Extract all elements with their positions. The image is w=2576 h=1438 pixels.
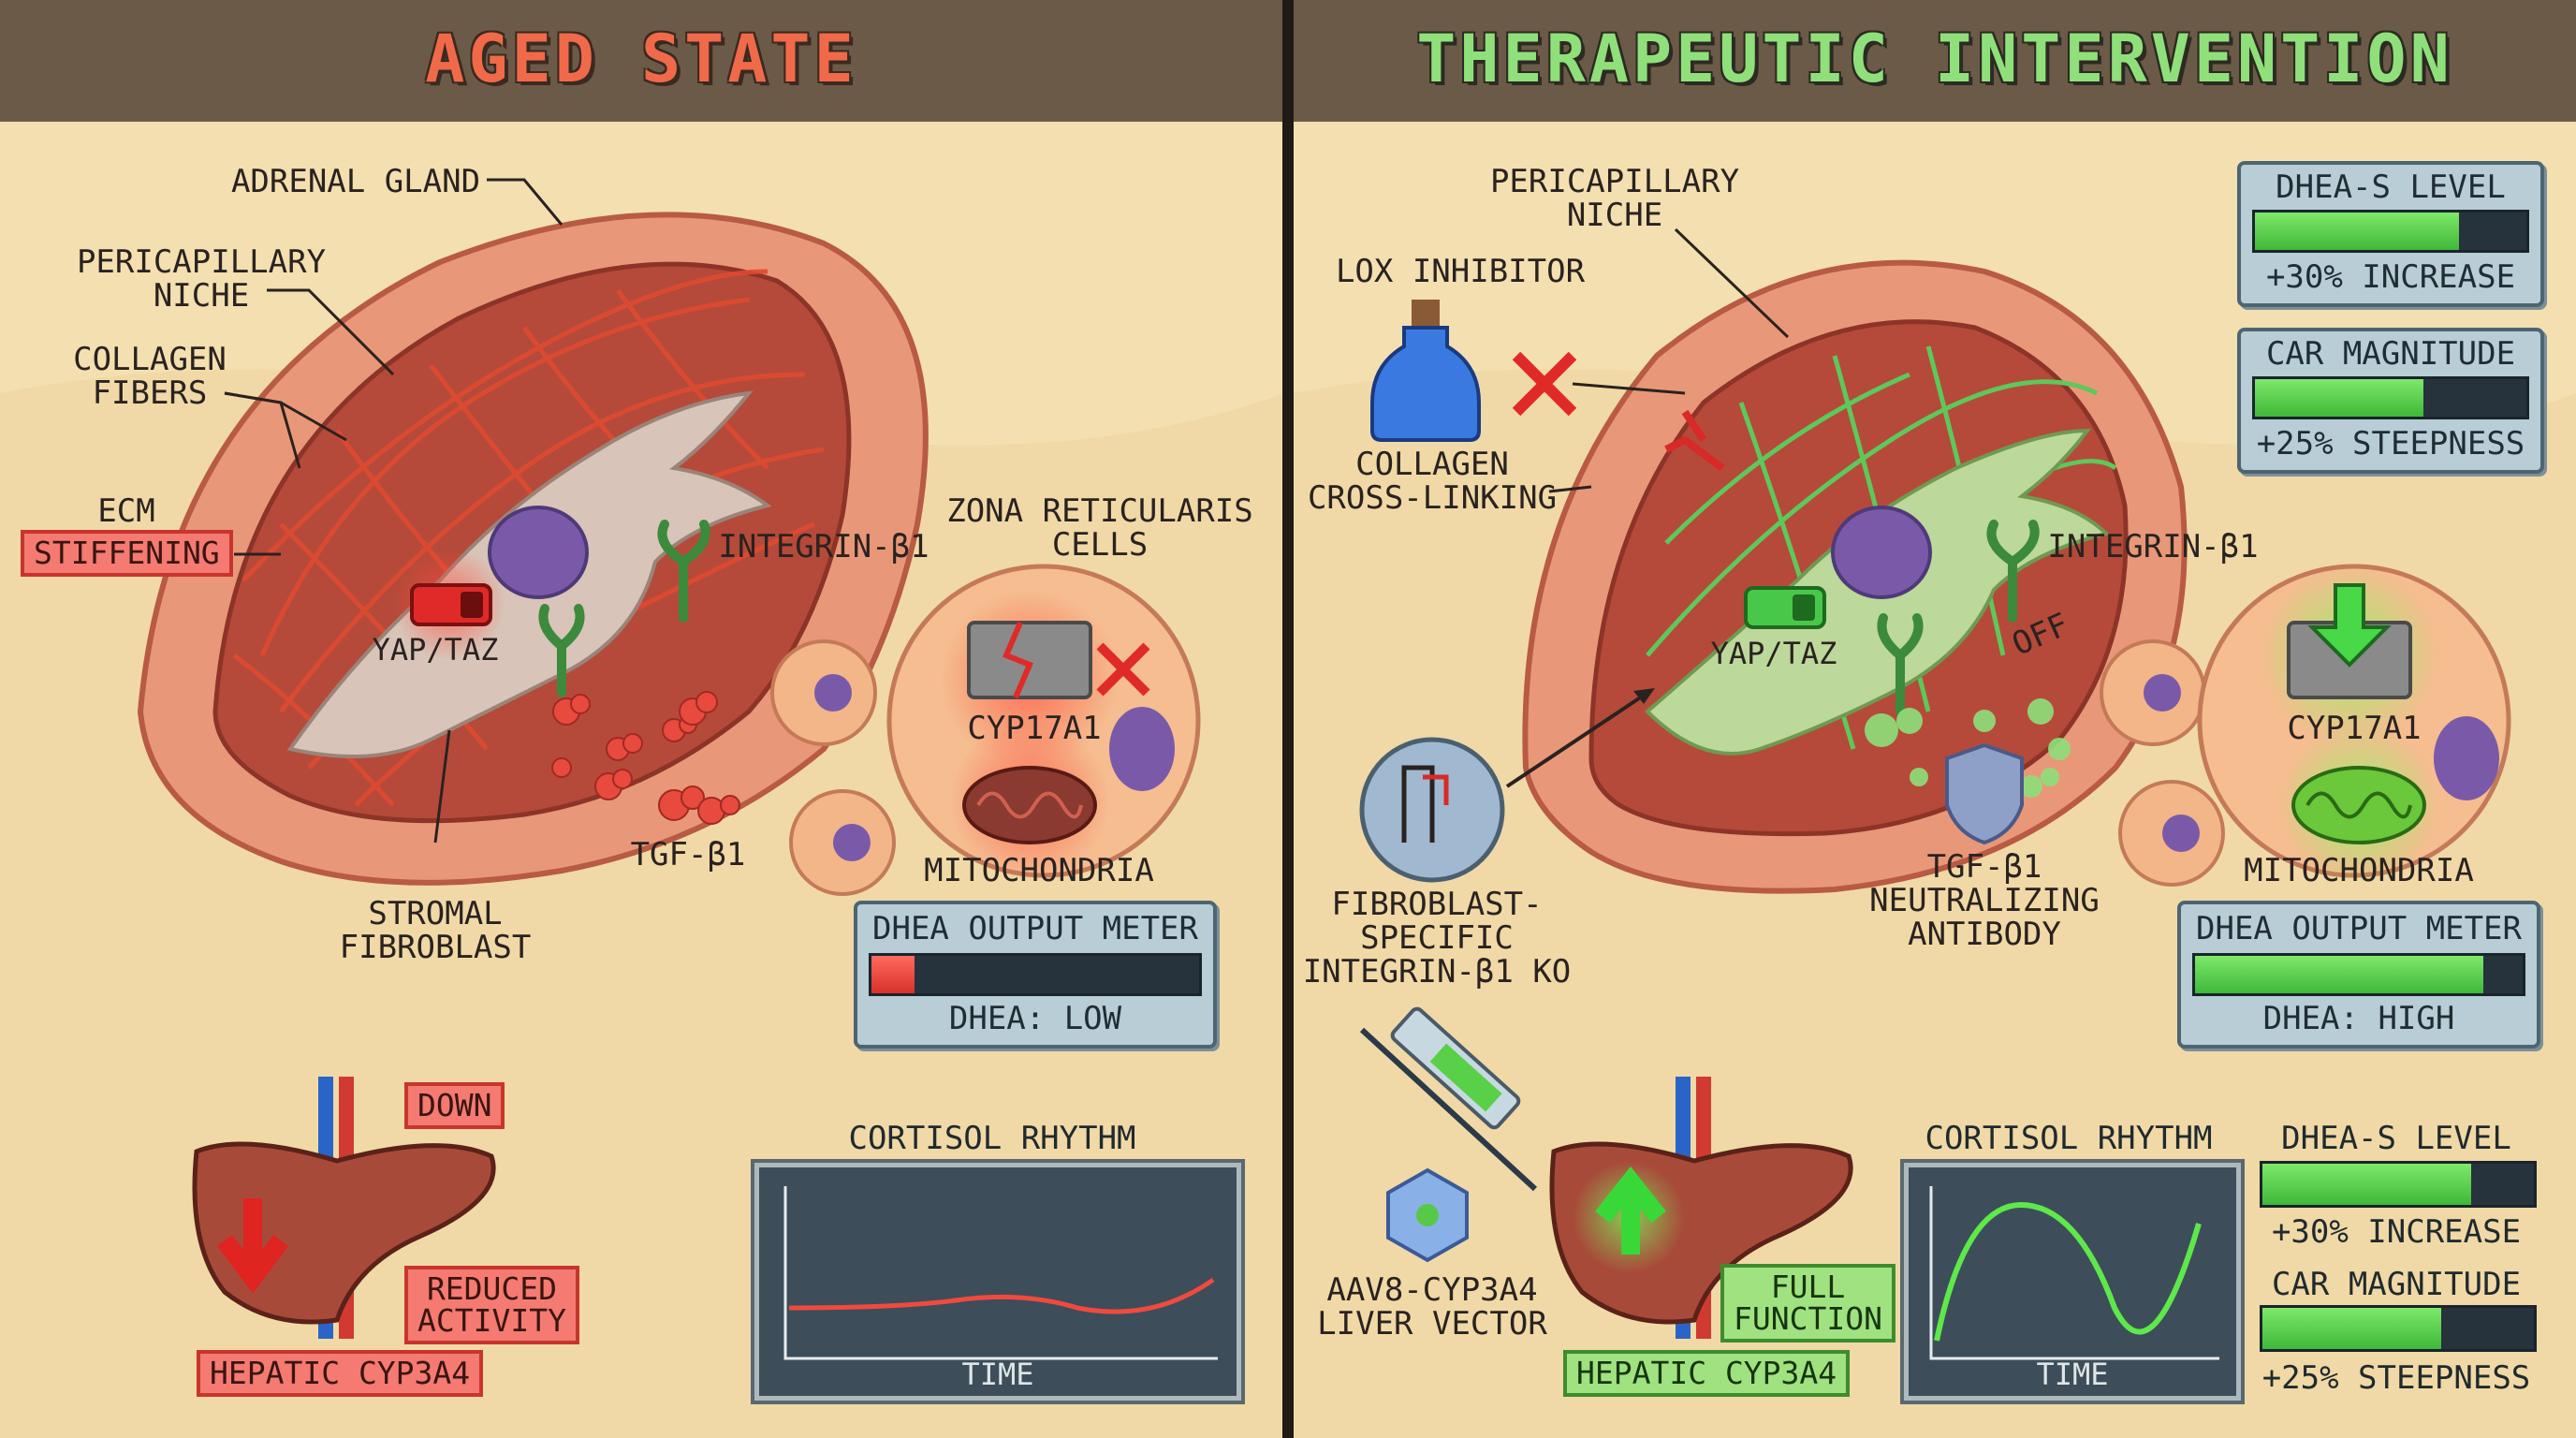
hepatic-cyp3a4-tag: HEPATIC CYP3A4 [197, 1350, 484, 1397]
label-integrin-beta1: INTEGRIN-β1 [2047, 528, 2259, 565]
meter-status: DHEA: LOW [948, 1000, 1122, 1037]
left-header-bar [0, 0, 1282, 122]
label-fibroblast-integrin-ko: FIBROBLAST- SPECIFIC INTEGRIN-β1 KO [1302, 886, 1572, 990]
bottom-car-bar [2260, 1305, 2537, 1352]
tgf-beta1-particles [551, 691, 740, 825]
panel-title: CAR MAGNITUDE [2265, 335, 2516, 373]
panel-note: +30% INCREASE [2265, 258, 2516, 296]
dhea-s-fill [2262, 1164, 2472, 1205]
right-cortisol-chart: TIME [1904, 1163, 2241, 1401]
label-mitochondria: MITOCHONDRIA [2244, 852, 2474, 889]
label-tgf-antibody: TGF-β1 NEUTRALIZING ANTIBODY [1869, 848, 2100, 953]
label-zona-reticularis: ZONA RETICULARIS CELLS [946, 492, 1253, 564]
bottom-car-note: +25% STEEPNESS [2261, 1359, 2531, 1397]
label-cyp17a1: CYP17A1 [2287, 710, 2422, 747]
car-bar [2252, 376, 2529, 419]
integrin-ko-lens-icon [1359, 688, 1655, 883]
reduced-activity-tag: REDUCED ACTIVITY [404, 1266, 579, 1344]
chart-axis-time: TIME [2036, 1357, 2109, 1392]
neutralized-tgf-particles [1865, 698, 2071, 798]
car-fill [2255, 379, 2423, 417]
label-integrin-beta1: INTEGRIN-β1 [718, 528, 929, 565]
label-tgf-beta1: TGF-β1 [630, 836, 746, 873]
treated-liver-icon [1549, 1077, 1853, 1339]
panel-note: +25% STEEPNESS [2256, 425, 2525, 462]
bottom-dhea-s-note: +30% INCREASE [2271, 1213, 2522, 1251]
meter-status: DHEA: HIGH [2262, 1000, 2455, 1037]
label-cyp17a1: CYP17A1 [967, 710, 1102, 747]
aged-adrenal-gland [137, 212, 929, 886]
label-stromal-fibroblast: STROMAL FIBROBLAST [339, 895, 532, 966]
left-cortisol-chart: TIME [754, 1163, 1241, 1401]
aged-zona-reticularis-cells [770, 564, 1201, 896]
dhea-meter-bar [869, 953, 1202, 996]
treated-adrenal-gland [1522, 259, 2188, 894]
label-mitochondria: MITOCHONDRIA [924, 852, 1154, 889]
label-yap-taz: YAP/TAZ [372, 632, 499, 668]
left-dhea-output-meter: DHEA OUTPUT METER DHEA: LOW [854, 901, 1217, 1049]
label-collagen-fibers: COLLAGEN FIBERS [73, 341, 227, 412]
aav8-vector-icon [1386, 1167, 1469, 1263]
right-dhea-output-meter: DHEA OUTPUT METER DHEA: HIGH [2177, 901, 2540, 1049]
dhea-meter-fill [871, 956, 915, 993]
label-pericapillary-niche: PERICAPILLARY NICHE [76, 243, 327, 315]
top-car-panel: CAR MAGNITUDE +25% STEEPNESS [2237, 328, 2544, 474]
hepatic-cyp3a4-tag: HEPATIC CYP3A4 [1563, 1350, 1851, 1397]
right-cortisol-title: CORTISOL RHYTHM [1925, 1120, 2213, 1157]
left-cortisol-title: CORTISOL RHYTHM [848, 1120, 1136, 1157]
label-aav8-vector: AAV8-CYP3A4 LIVER VECTOR [1317, 1271, 1547, 1343]
bottom-dhea-s-bar [2260, 1161, 2537, 1208]
full-function-tag: FULL FUNCTION [1720, 1264, 1895, 1343]
dhea-s-bar [2252, 210, 2529, 253]
right-header-bar [1294, 0, 2576, 122]
label-pericapillary-niche: PERICAPILLARY NICHE [1489, 163, 1740, 234]
treated-zona-reticularis-cells [2100, 564, 2511, 887]
meter-title: DHEA OUTPUT METER [2196, 910, 2522, 947]
lox-inhibitor-bottle-icon [1370, 300, 1686, 442]
aged-liver-icon [192, 1077, 496, 1339]
integrin-receptor-icon [1877, 520, 2040, 716]
antibody-shield-icon [1945, 742, 2024, 845]
dhea-meter-bar [2192, 953, 2525, 996]
integrin-receptor-icon [538, 520, 710, 697]
center-divider [1282, 0, 1294, 1438]
meter-title: DHEA OUTPUT METER [872, 910, 1198, 947]
stiffening-tag: STIFFENING [21, 530, 233, 577]
label-lox-inhibitor: LOX INHIBITOR [1335, 253, 1586, 290]
cortisol-rhythm-line [1934, 1201, 2202, 1342]
label-ecm: ECM [97, 492, 155, 530]
label-collagen-crosslinking: COLLAGEN CROSS-LINKING [1307, 446, 1558, 517]
bottom-dhea-s-title: DHEA-S LEVEL [2281, 1120, 2511, 1157]
car-fill [2262, 1308, 2442, 1349]
right-panel-title: THERAPEUTIC INTERVENTION [1416, 21, 2453, 97]
panel-title: DHEA-S LEVEL [2276, 169, 2506, 206]
dhea-s-fill [2255, 213, 2459, 250]
down-tag: DOWN [404, 1082, 505, 1129]
syringe-icon [1359, 1006, 1538, 1192]
chart-axis-time: TIME [961, 1357, 1034, 1392]
bottom-car-title: CAR MAGNITUDE [2271, 1266, 2522, 1303]
dhea-meter-fill [2195, 956, 2483, 993]
top-dhea-s-panel: DHEA-S LEVEL +30% INCREASE [2237, 161, 2544, 307]
left-panel-title: AGED STATE [425, 21, 857, 97]
cortisol-rhythm-line [788, 1277, 1215, 1314]
label-adrenal-gland: ADRENAL GLAND [230, 163, 481, 200]
label-yap-taz: YAP/TAZ [1710, 636, 1837, 671]
